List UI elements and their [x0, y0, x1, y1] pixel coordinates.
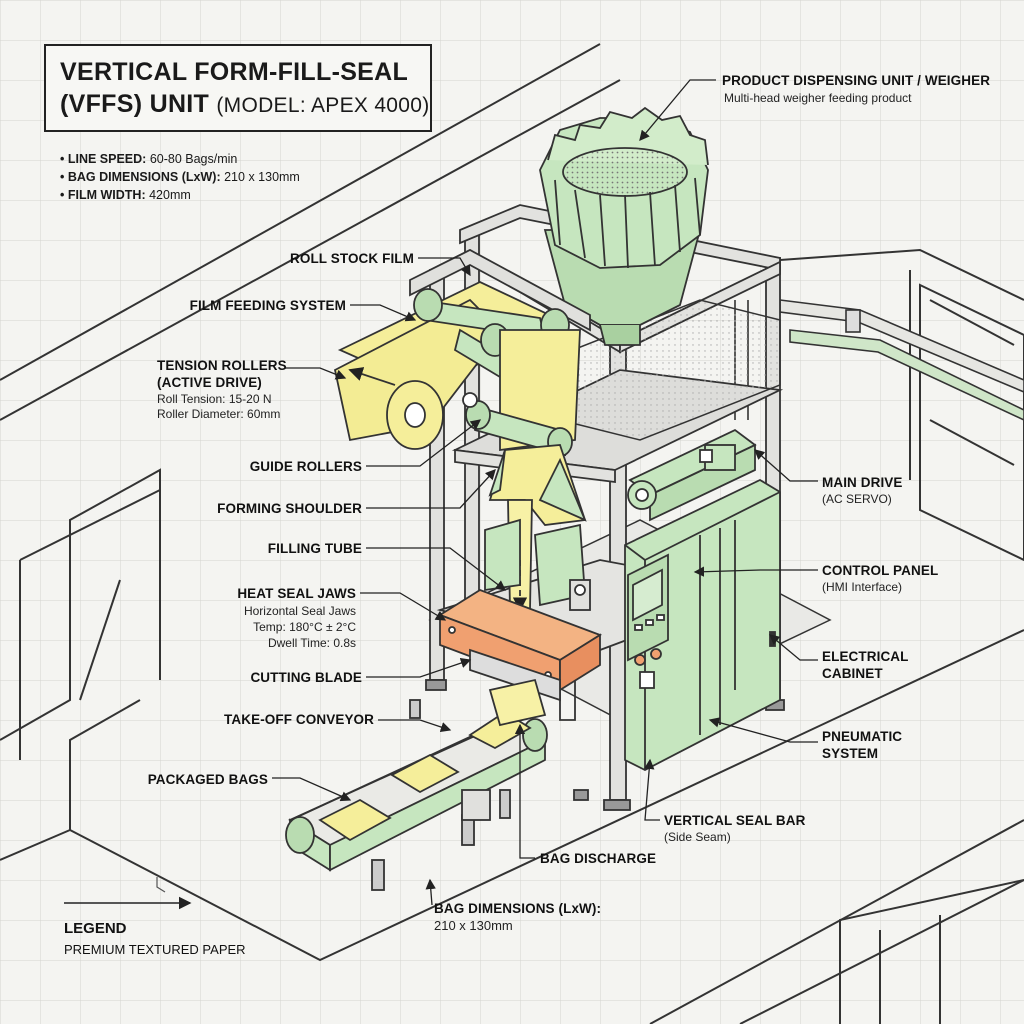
label-control-panel-sub: (HMI Interface) — [822, 580, 903, 594]
spec-line-speed: • LINE SPEED: 60-80 Bags/min — [60, 152, 237, 166]
label-roll-stock-film: ROLL STOCK FILM — [290, 251, 414, 266]
film-roll-assembly — [333, 248, 591, 457]
label-main-drive-sub: (AC SERVO) — [822, 492, 892, 506]
take-off-conveyor — [285, 678, 548, 891]
label-heat-seal-temp: Temp: 180°C ± 2°C — [253, 620, 356, 634]
label-dispensing-sub: Multi-head weigher feeding product — [724, 91, 912, 105]
label-cutting-blade: CUTTING BLADE — [250, 670, 362, 685]
label-vertical-seal-bar: VERTICAL SEAL BAR — [664, 813, 806, 828]
spec-value: 60-80 Bags/min — [149, 152, 238, 166]
label-film-feeding-system: FILM FEEDING SYSTEM — [189, 298, 346, 313]
legend-sub: PREMIUM TEXTURED PAPER — [64, 942, 246, 957]
forming-shoulder — [488, 444, 587, 612]
label-bag-dimensions: BAG DIMENSIONS (LxW): — [434, 901, 602, 916]
label-electrical: ELECTRICAL — [822, 649, 909, 664]
spec-key: • BAG DIMENSIONS (LxW): — [60, 170, 221, 184]
label-control-panel: CONTROL PANEL — [822, 563, 939, 578]
spec-film-width: • FILM WIDTH: 420mm — [60, 188, 191, 202]
diagram-subtitle-text: (VFFS) UNIT — [60, 90, 210, 118]
room-structure — [0, 43, 1024, 1024]
label-heat-seal-dwell: Dwell Time: 0.8s — [267, 636, 356, 650]
label-system: SYSTEM — [822, 746, 879, 761]
label-tension-roll: Roll Tension: 15-20 N — [157, 392, 272, 406]
spec-key: • FILM WIDTH: — [60, 188, 146, 202]
electrical-cabinet — [624, 478, 781, 772]
multihead-weigher — [539, 106, 709, 346]
label-tension-diameter: Roller Diameter: 60mm — [157, 407, 281, 421]
title-box — [44, 44, 432, 132]
pneumatic-piping — [734, 299, 1024, 421]
seal-module — [484, 518, 591, 721]
label-tension-active-drive: (ACTIVE DRIVE) — [157, 375, 262, 390]
label-heat-seal-jaws: HEAT SEAL JAWS — [237, 586, 356, 601]
label-forming-shoulder: FORMING SHOULDER — [217, 501, 362, 516]
spec-value: 210 x 130mm — [224, 170, 300, 184]
label-bag-discharge: BAG DISCHARGE — [540, 851, 657, 866]
label-bag-dimensions-sub: 210 x 130mm — [434, 918, 513, 933]
label-filling-tube: FILLING TUBE — [267, 541, 362, 556]
label-main-drive: MAIN DRIVE — [822, 475, 903, 490]
label-dispensing-title: PRODUCT DISPENSING UNIT / WEIGHER — [722, 73, 991, 88]
label-vertical-seal-sub: (Side Seam) — [664, 830, 731, 844]
legend-corner-mark — [156, 877, 166, 893]
label-tension-rollers: TENSION ROLLERS — [157, 358, 287, 373]
leader-lines — [272, 79, 818, 906]
main-drive-servo — [627, 428, 757, 522]
legend-title: LEGEND — [64, 920, 127, 937]
heat-seal-jaws — [437, 589, 603, 702]
spec-key: • LINE SPEED: — [60, 152, 147, 166]
diagram-subtitle: (VFFS) UNIT (MODEL: APEX 4000) — [60, 90, 430, 119]
label-heat-seal-type: Horizontal Seal Jaws — [243, 604, 356, 618]
spec-bag-dimensions: • BAG DIMENSIONS (LxW): 210 x 130mm — [60, 170, 300, 184]
label-pneumatic: PNEUMATIC — [822, 729, 903, 744]
model-name: (MODEL: APEX 4000) — [216, 94, 430, 117]
spec-value: 420mm — [149, 188, 191, 202]
label-guide-rollers: GUIDE ROLLERS — [249, 459, 362, 474]
label-packaged-bags: PACKAGED BAGS — [147, 772, 268, 787]
label-take-off-conveyor: TAKE-OFF CONVEYOR — [224, 712, 374, 727]
label-cabinet: CABINET — [822, 666, 883, 681]
diagram-title: VERTICAL FORM-FILL-SEAL — [60, 58, 409, 86]
